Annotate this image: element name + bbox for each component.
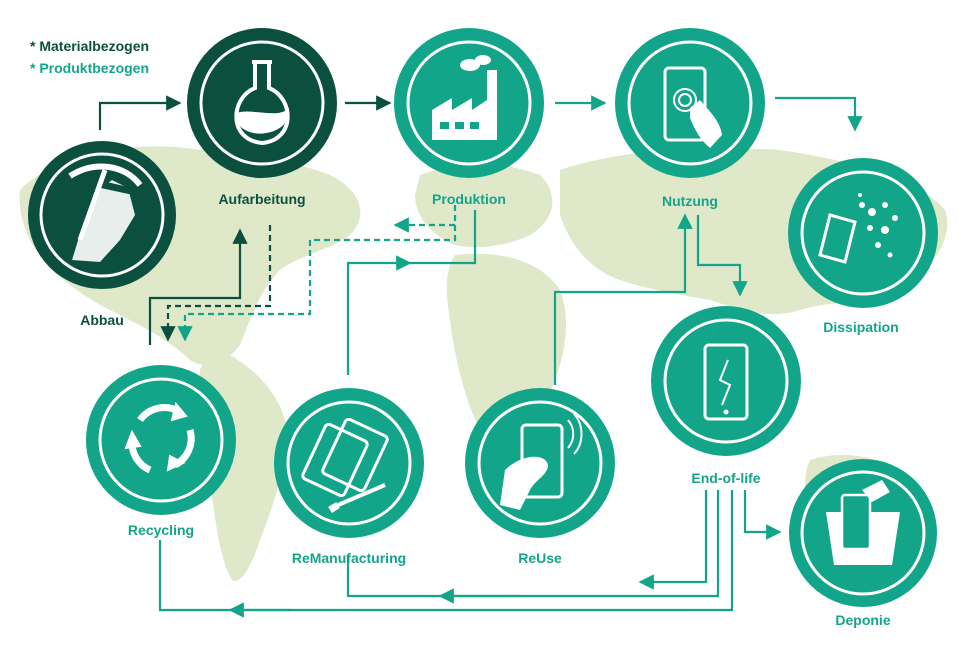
lab-flask-icon bbox=[234, 60, 290, 146]
node-aufarbeitung bbox=[187, 28, 337, 178]
flow-remanufacturing-produktion-2 bbox=[405, 210, 477, 265]
flow-reuse-nutzung bbox=[553, 213, 693, 385]
label-nutzung: Nutzung bbox=[662, 193, 718, 209]
flow-aufarbeitung-recycling-dashed bbox=[160, 225, 272, 342]
label-recycling: Recycling bbox=[127, 522, 195, 538]
node-end-of-life bbox=[651, 306, 801, 456]
node-deponie bbox=[789, 459, 937, 607]
flow-nutzung-dissipation bbox=[775, 96, 863, 132]
legend-product: * Produktbezogen bbox=[30, 60, 150, 76]
phones-screwdriver-icon bbox=[301, 417, 389, 513]
flow-endoflife-reuse bbox=[638, 490, 708, 590]
material-flows bbox=[98, 95, 392, 345]
cracked-smartphone-icon bbox=[703, 343, 749, 421]
legend-material: * Materialbezogen bbox=[30, 38, 150, 54]
recycle-arrows-icon bbox=[124, 401, 195, 474]
flow-endoflife-recycling bbox=[158, 490, 734, 612]
flow-remanufacturing-produktion bbox=[346, 255, 412, 375]
hand-holding-phone-icon bbox=[500, 413, 583, 510]
label-abbau: Abbau bbox=[80, 312, 124, 328]
flow-abbau-aufarbeitung bbox=[98, 95, 182, 130]
flow-nutzung-endoflife bbox=[696, 215, 748, 297]
flow-endoflife-remanufacturing bbox=[346, 490, 720, 598]
node-reuse bbox=[465, 388, 615, 538]
node-dissipation bbox=[788, 158, 938, 308]
label-remanufacturing: ReManufacturing bbox=[291, 550, 407, 566]
label-dissipation: Dissipation bbox=[823, 319, 899, 335]
node-produktion bbox=[394, 28, 544, 178]
label-produktion: Produktion bbox=[432, 191, 506, 207]
node-recycling bbox=[86, 365, 236, 515]
flow-recycling-aufarbeitung bbox=[148, 228, 248, 345]
flow-endoflife-deponie bbox=[743, 490, 782, 540]
label-reuse: ReUse bbox=[518, 550, 562, 566]
broken-phone-fragments-icon bbox=[818, 193, 898, 264]
smartphone-touch-icon bbox=[663, 66, 722, 148]
node-abbau bbox=[28, 141, 176, 289]
node-remanufacturing bbox=[274, 388, 424, 538]
node-nutzung bbox=[615, 28, 765, 178]
label-aufarbeitung: Aufarbeitung bbox=[218, 191, 306, 207]
label-end-of-life: End-of-life bbox=[691, 470, 761, 486]
landfill-bin-icon bbox=[826, 480, 900, 565]
product-flows bbox=[158, 95, 863, 618]
pickaxe-rock-icon bbox=[67, 163, 143, 262]
flow-produktion-recycling-dashed bbox=[177, 205, 457, 342]
label-deponie: Deponie bbox=[835, 612, 891, 628]
factory-icon bbox=[432, 55, 497, 140]
